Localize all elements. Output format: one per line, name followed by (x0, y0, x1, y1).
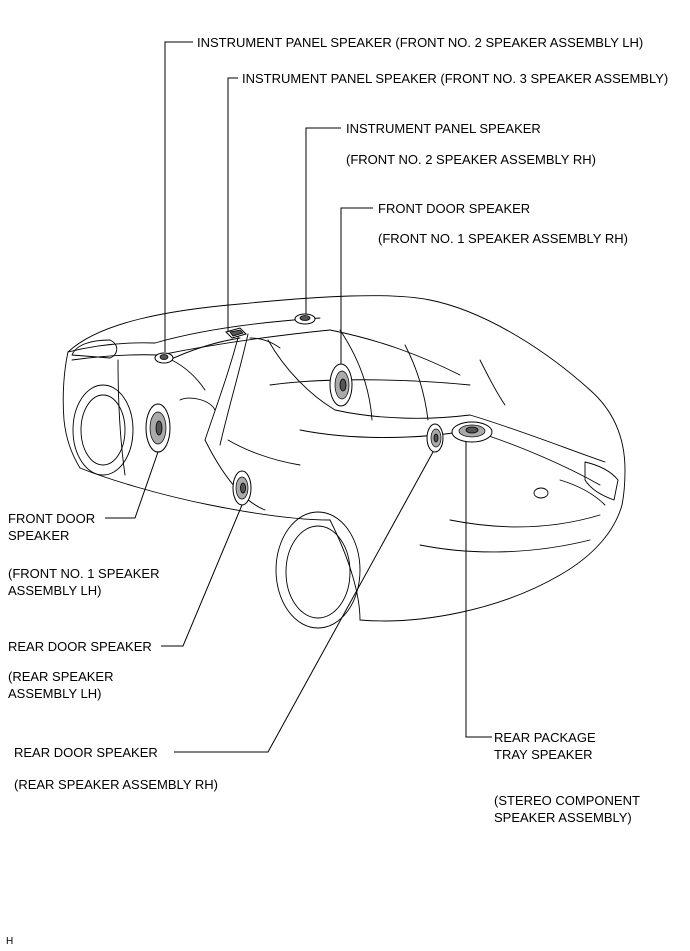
label-instrument-panel-speaker-lh: INSTRUMENT PANEL SPEAKER (FRONT NO. 2 SP… (197, 35, 644, 50)
label-front-door-speaker-rh-part: (FRONT NO. 1 SPEAKER ASSEMBLY RH) (378, 231, 628, 246)
front-door-speaker-rh (329, 363, 353, 407)
label-front-door-speaker-lh: FRONT DOOR SPEAKER (8, 511, 96, 543)
instrument-panel-speaker-rh (294, 313, 316, 325)
label-rear-door-speaker-rh-part: (REAR SPEAKER ASSEMBLY RH) (14, 777, 218, 792)
rear-door-speaker-lh (232, 470, 252, 506)
label-instrument-panel-speaker-center: INSTRUMENT PANEL SPEAKER (FRONT NO. 3 SP… (242, 71, 669, 86)
label-front-door-speaker-rh: FRONT DOOR SPEAKER (378, 201, 531, 216)
figure-id: H (6, 936, 14, 947)
label-rear-package-tray-speaker: REAR PACKAGE TRAY SPEAKER (494, 730, 596, 762)
rear-door-speaker-rh (426, 423, 444, 453)
instrument-panel-speaker-lh (154, 352, 174, 364)
label-instrument-panel-speaker-rh-part: (FRONT NO. 2 SPEAKER ASSEMBLY RH) (346, 152, 596, 167)
label-instrument-panel-speaker-rh: INSTRUMENT PANEL SPEAKER (346, 121, 541, 136)
label-rear-door-speaker-rh: REAR DOOR SPEAKER (14, 745, 158, 760)
car-outline (62, 295, 626, 629)
label-rear-door-speaker-lh-part: (REAR SPEAKER ASSEMBLY LH) (8, 669, 114, 701)
leader-lines (105, 41, 492, 753)
instrument-panel-speaker-center (225, 327, 247, 339)
label-front-door-speaker-lh-part: (FRONT NO. 1 SPEAKER ASSEMBLY LH) (8, 566, 160, 598)
label-rear-package-tray-speaker-part: (STEREO COMPONENT SPEAKER ASSEMBLY) (494, 793, 640, 825)
rear-package-tray-speaker (451, 421, 493, 443)
front-door-speaker-lh (145, 403, 171, 453)
label-rear-door-speaker-lh: REAR DOOR SPEAKER (8, 639, 152, 654)
